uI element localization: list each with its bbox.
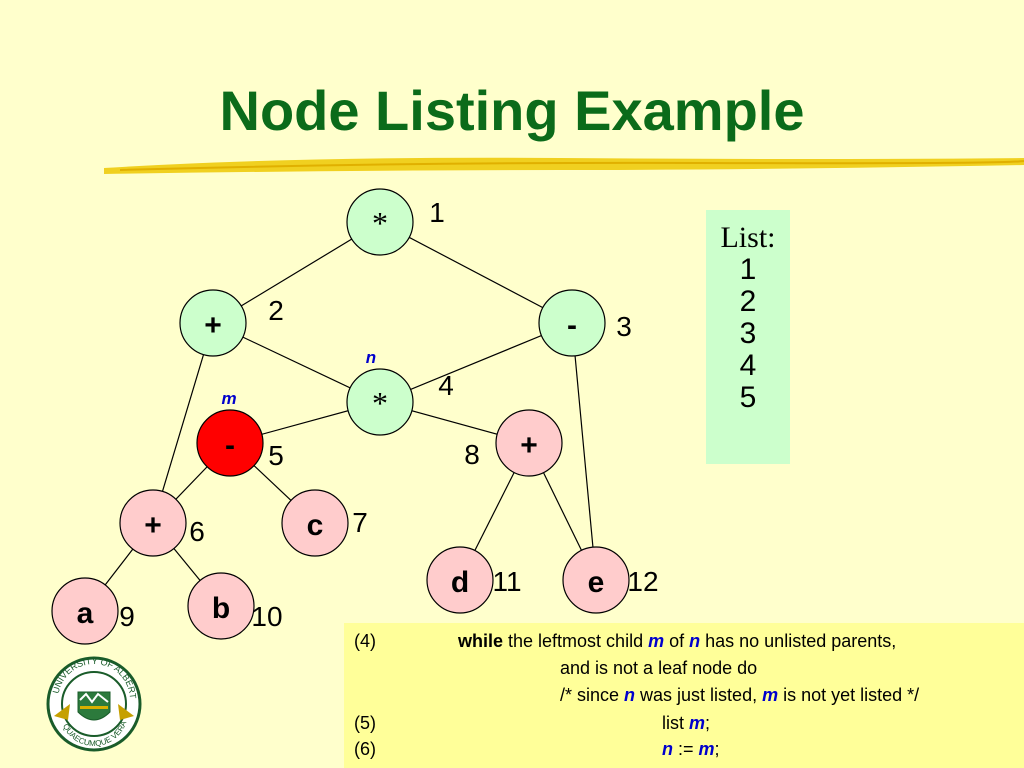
tree-edge (379, 322, 573, 403)
tree-node-number: 5 (268, 440, 284, 471)
tree-node (187, 572, 255, 640)
node-list-panel: List: 1 2 3 4 5 (706, 210, 790, 464)
tree-node-symbol: + (520, 429, 538, 462)
tree-node-symbol: * (372, 205, 388, 241)
tree-node (562, 546, 630, 614)
pointer-label: n (366, 348, 376, 367)
list-item: 2 (739, 285, 757, 318)
code-comment: /* since n was just listed, m is not yet… (560, 685, 920, 705)
tree-node-number: 11 (492, 566, 521, 597)
tree-edge (571, 322, 597, 581)
tree-node-number: 12 (627, 566, 658, 597)
code-line-6: n := m; (662, 739, 720, 759)
code-line-4-continued: and is not a leaf node do (560, 658, 758, 678)
tree-node-number: 7 (352, 507, 368, 538)
tree-node-number: 3 (616, 311, 632, 342)
tree-node-symbol: - (225, 429, 235, 462)
tree-node (538, 289, 606, 357)
tree-node-number: 8 (464, 439, 480, 470)
list-item: 5 (739, 381, 757, 414)
tree-node-number: 6 (189, 516, 205, 547)
tree-node-symbol: e (588, 566, 605, 599)
tree-node-symbol: c (307, 509, 324, 542)
code-line-number: (6) (354, 739, 376, 759)
tree-node-number: 1 (429, 197, 445, 228)
tree-node (179, 289, 247, 357)
tree-node (51, 577, 119, 645)
tree-node-symbol: d (451, 566, 469, 599)
tree-node-symbol: a (77, 597, 94, 630)
slide-title: Node Listing Example (219, 79, 805, 142)
tree-node-symbol: * (372, 385, 388, 421)
tree-node (346, 368, 414, 436)
title-underline (104, 157, 1024, 174)
tree-node (426, 546, 494, 614)
list-item: 3 (739, 317, 757, 350)
algorithm-code-box: (4) while the leftmost child m of n has … (344, 623, 1024, 768)
tree-node-symbol: b (212, 592, 230, 625)
tree-node (119, 489, 187, 557)
tree-node-symbol: + (204, 309, 222, 342)
code-line-4: while the leftmost child m of n has no u… (458, 631, 897, 651)
tree-node-number: 4 (438, 370, 454, 401)
tree-node-symbol: + (144, 509, 162, 542)
tree-edge (152, 322, 214, 524)
tree-node (346, 188, 414, 256)
tree-node (196, 409, 264, 477)
tree-node-symbol: - (567, 309, 577, 342)
code-line-5: list m; (662, 713, 711, 733)
code-line-number: (4) (354, 631, 376, 651)
tree-node-number: 9 (119, 601, 135, 632)
code-line-number: (5) (354, 713, 376, 733)
tree-node (281, 489, 349, 557)
list-header: List: (720, 221, 776, 254)
pointer-label: m (221, 389, 236, 408)
tree-edge (379, 221, 573, 324)
list-item: 1 (739, 253, 757, 286)
tree-node (495, 409, 563, 477)
tree-node-number: 10 (251, 601, 282, 632)
list-item: 4 (739, 349, 757, 382)
tree-node-number: 2 (268, 295, 284, 326)
